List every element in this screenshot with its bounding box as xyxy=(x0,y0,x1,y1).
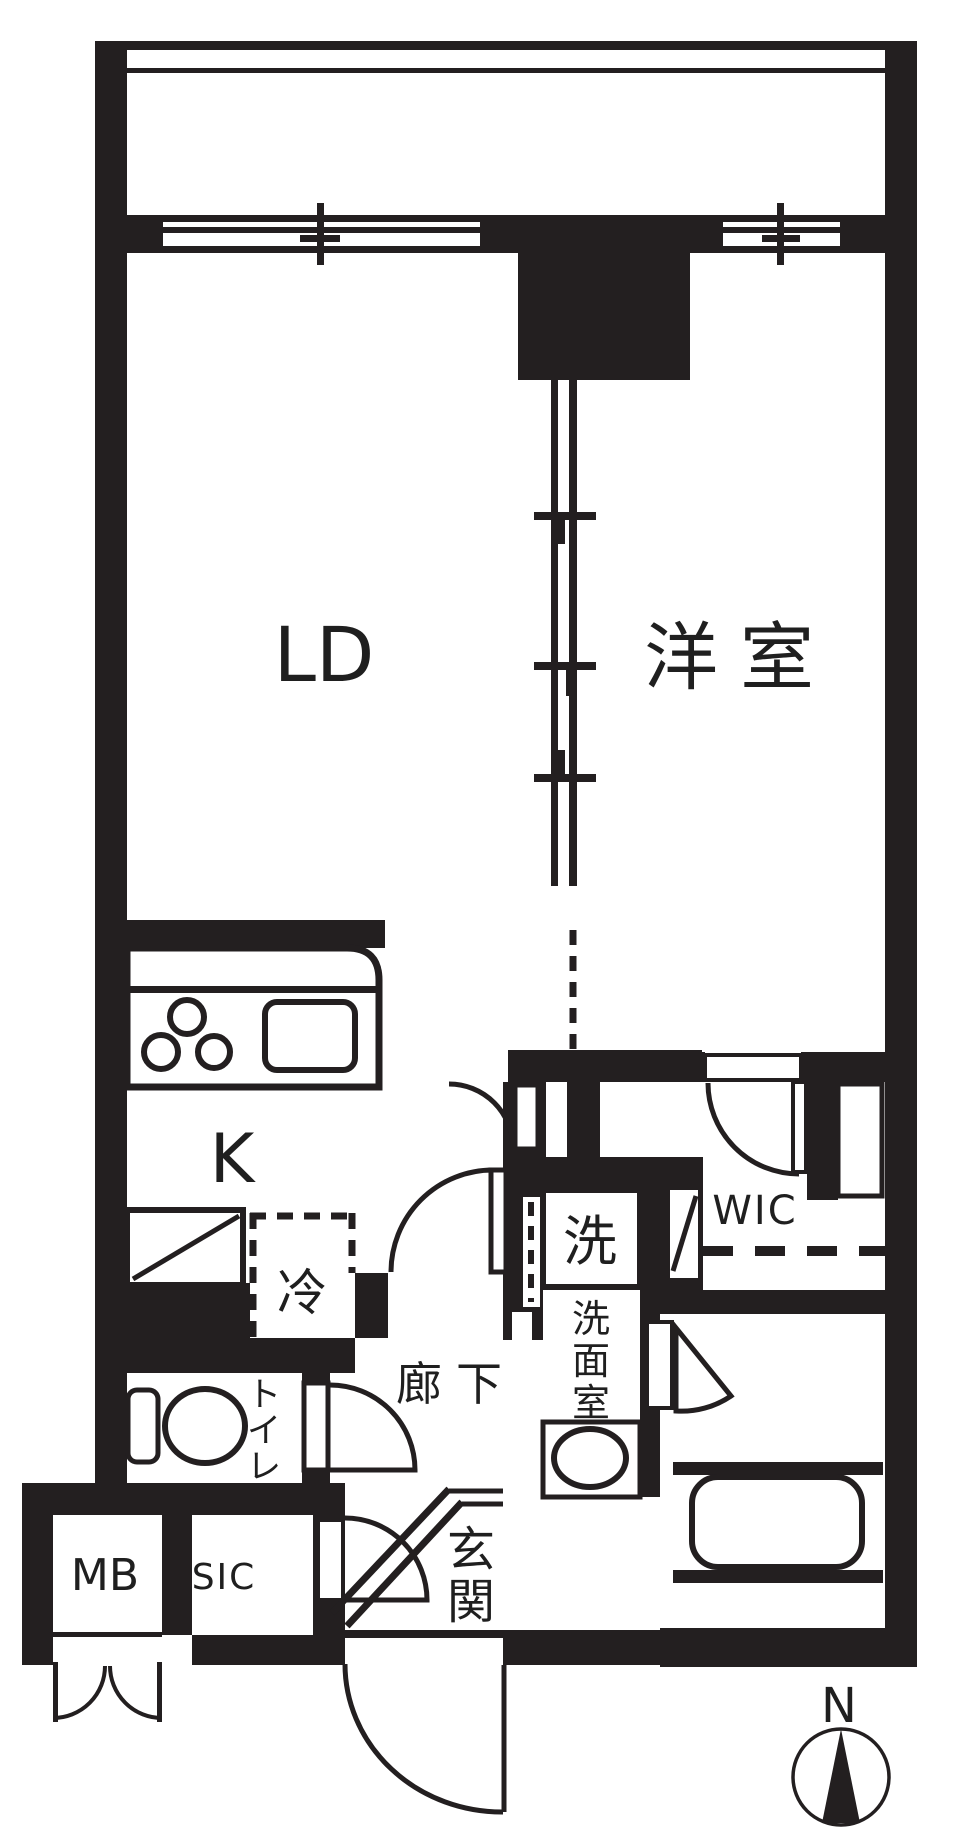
kitchen-unit xyxy=(123,944,383,1338)
refrigerator-area xyxy=(250,1213,355,1338)
kitchen-south-wall xyxy=(95,1283,250,1373)
sliding-door-pocket xyxy=(546,1082,566,1155)
sic-door-jamb xyxy=(316,1518,345,1602)
entrance-step-line xyxy=(344,1499,465,1629)
toilet-tank-icon xyxy=(125,1387,161,1465)
center-pillar xyxy=(518,250,690,380)
stove-burner-icon xyxy=(141,1032,181,1072)
mb-door-jamb xyxy=(157,1662,162,1722)
wic-door-arc xyxy=(705,1082,800,1177)
south-wall-center xyxy=(503,1630,660,1665)
label-entrance: 玄関 xyxy=(447,1522,495,1630)
ld-door-leaf xyxy=(512,1082,541,1152)
south-wall-east xyxy=(660,1628,917,1667)
kitchen-south-wall-2 xyxy=(250,1338,355,1373)
sic-door-arc xyxy=(344,1515,430,1603)
toilet-door-leaf xyxy=(301,1380,331,1473)
window-stub-left xyxy=(125,215,163,253)
right-wall xyxy=(885,41,917,1667)
partition-tick xyxy=(534,512,596,520)
washer-box xyxy=(540,1187,643,1290)
doors xyxy=(52,1053,808,1815)
compass: N xyxy=(791,1678,891,1827)
compass-north-label: N xyxy=(821,1678,857,1734)
mb-door-arc-left xyxy=(52,1665,107,1720)
stove-burner-icon xyxy=(167,997,207,1037)
closet-wall xyxy=(807,1082,838,1200)
pocket-wall-2 xyxy=(567,1082,600,1160)
balcony-outer-wall xyxy=(95,41,913,50)
partition-line xyxy=(569,380,577,886)
label-meter-box: MB xyxy=(71,1550,139,1601)
mb-corner xyxy=(22,1632,53,1665)
north-needle-icon xyxy=(822,1729,860,1823)
toilet-bowl-icon xyxy=(162,1386,248,1466)
wic-side-door-leaf xyxy=(670,1195,699,1272)
entrance-door-arc xyxy=(342,1663,504,1815)
mb-opening xyxy=(53,1637,162,1663)
partition-tick-stub xyxy=(566,670,573,696)
mb-sic-divider xyxy=(162,1515,192,1635)
fixtures xyxy=(125,1081,915,1629)
partition-tick xyxy=(534,662,596,670)
toilet-door-arc xyxy=(329,1382,418,1473)
label-hallway: 廊下 xyxy=(396,1357,516,1411)
tub-edge-bottom xyxy=(673,1570,883,1583)
partition-tick-stub xyxy=(558,520,565,544)
washbasin-icon xyxy=(551,1426,629,1490)
bathroom-north-wall xyxy=(660,1290,917,1314)
counter-divider xyxy=(127,986,379,993)
kitchen-sink-icon xyxy=(262,999,358,1073)
entrance-lintel xyxy=(345,1630,503,1638)
entrance-step-line xyxy=(329,1486,452,1616)
sic-south-wall xyxy=(192,1635,313,1665)
ld-door-arc xyxy=(448,1081,516,1149)
stove-burner-icon xyxy=(195,1033,233,1071)
left-wall xyxy=(95,41,127,1487)
bedroom-south-wall-right xyxy=(801,1052,885,1082)
label-washroom: 洗面室 xyxy=(572,1297,610,1425)
label-wic: WIC xyxy=(712,1188,797,1234)
wic-door-leaf xyxy=(791,1080,808,1174)
label-living-dining: LD xyxy=(274,610,375,699)
label-toilet: トイレ xyxy=(247,1375,281,1487)
window-right-tick xyxy=(777,203,784,265)
partition-tick-stub xyxy=(558,750,565,774)
window-center-block xyxy=(480,215,723,253)
hall-door-leaf xyxy=(488,1167,509,1275)
window-stub-right xyxy=(840,215,885,253)
mb-sill-line xyxy=(53,1632,162,1637)
partition-line xyxy=(551,380,558,886)
window-left-tick xyxy=(317,203,324,265)
hall-door-arc xyxy=(388,1167,494,1273)
mb-door-jamb xyxy=(53,1662,58,1722)
bath-door-jamb xyxy=(645,1320,674,1410)
bathtub-icon xyxy=(689,1474,865,1570)
tub-edge-top xyxy=(673,1462,883,1475)
partition-tick xyxy=(534,774,596,782)
label-shoe-closet: SIC xyxy=(192,1557,257,1598)
label-kitchen: K xyxy=(210,1120,257,1199)
label-washer: 洗 xyxy=(563,1210,617,1273)
label-refrigerator: 冷 xyxy=(277,1264,327,1322)
label-western-room: 洋室 xyxy=(644,615,836,701)
pocket-wall xyxy=(536,1082,546,1157)
washroom-entry-slot xyxy=(512,1312,532,1380)
toilet-south-wall xyxy=(22,1483,345,1515)
cabinet-diagonal xyxy=(131,1213,241,1282)
bedroom-south-wall-left xyxy=(660,1052,705,1082)
balcony-rail-line xyxy=(125,68,885,73)
kitchen-back-wall xyxy=(127,920,385,948)
mb-door-arc-right xyxy=(108,1665,163,1720)
washer-north-wall xyxy=(543,1157,673,1190)
room-labels: LD 洋室 K 冷 WIC 洗 洗面室 廊下 トイレ 玄関 MB SIC xyxy=(71,610,836,1630)
wic-closet-rect xyxy=(835,1081,885,1199)
wall-openings xyxy=(53,1082,566,1663)
wic-doorway-jamb xyxy=(703,1053,803,1082)
refrigerator-space xyxy=(249,1212,356,1338)
walls xyxy=(22,41,917,1667)
bath-door-sector xyxy=(673,1320,735,1414)
